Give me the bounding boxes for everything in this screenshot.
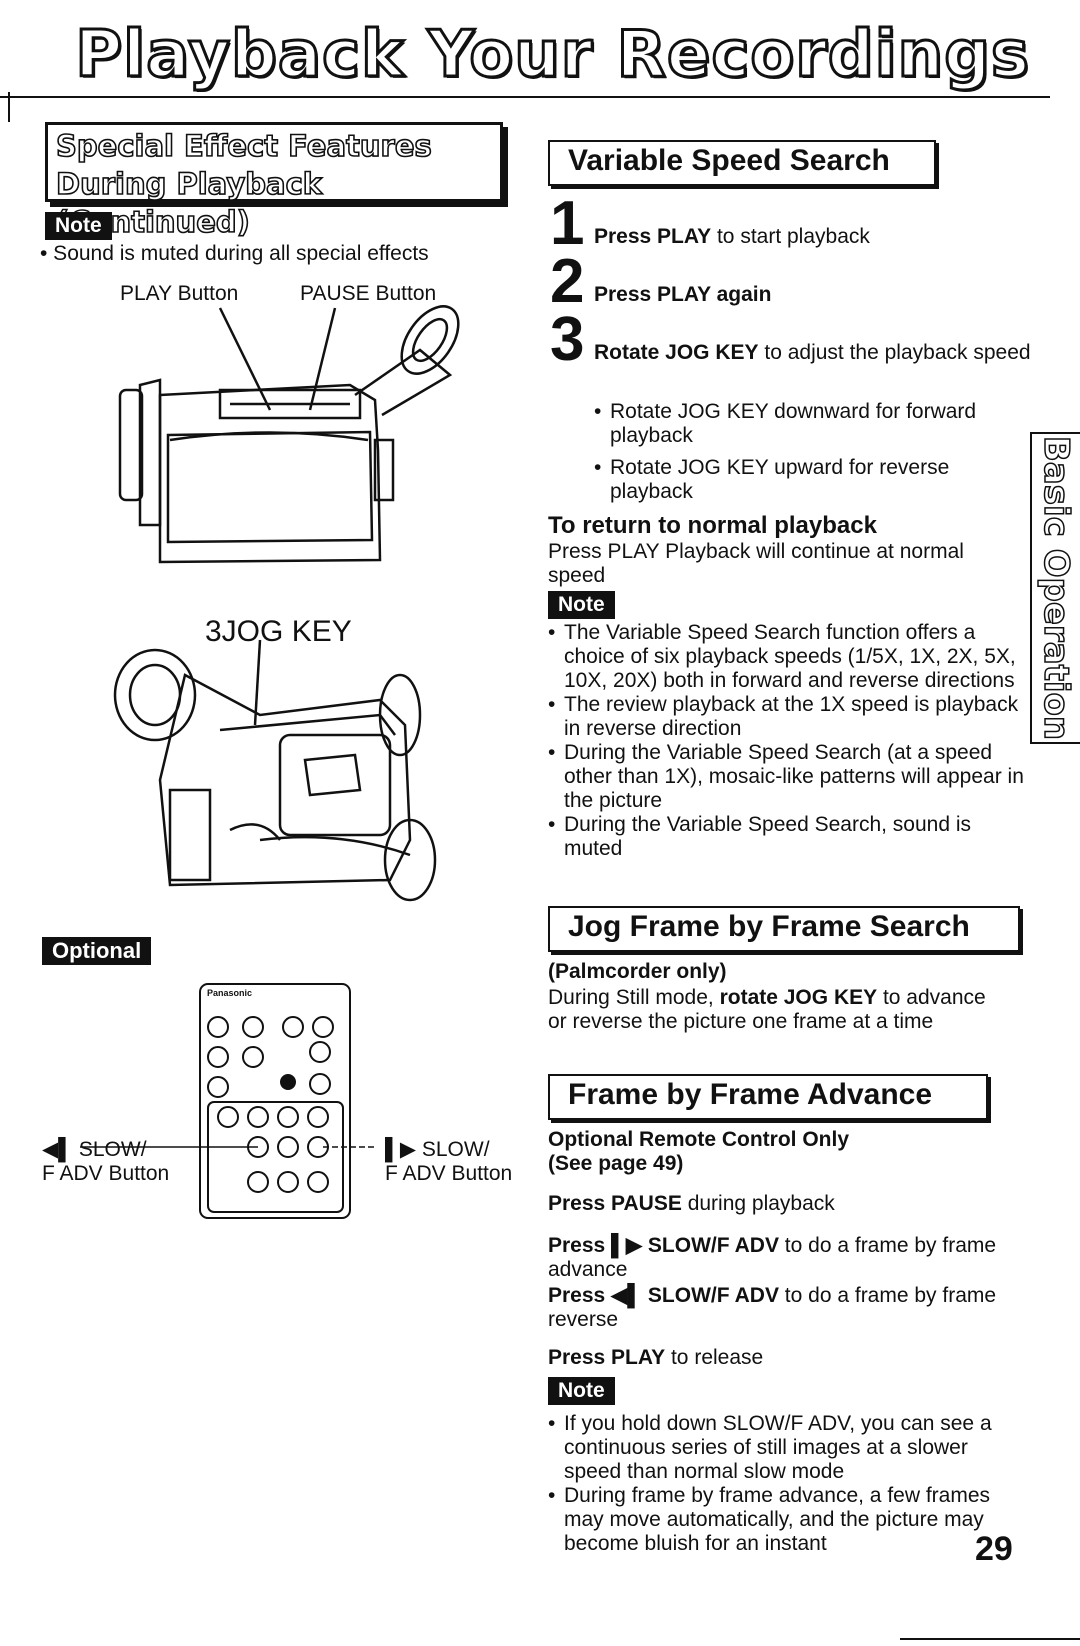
- slow-forward-label: ▌▶ SLOW/ F ADV Button: [385, 1138, 512, 1186]
- jog-frame-heading: Jog Frame by Frame Search: [548, 906, 1020, 952]
- frame-advance-line2-rest: to do a frame by frame advance: [548, 1234, 997, 1281]
- step-2-text: Press PLAY again: [594, 283, 771, 307]
- play-button-label: PLAY Button: [120, 282, 239, 305]
- return-normal-text: Press PLAY Playback will continue at nor…: [548, 540, 964, 587]
- step-3-bold: Rotate JOG KEY: [594, 341, 759, 364]
- frame-advance-line1: Press PAUSE during playback: [548, 1192, 835, 1216]
- jog-key-label: 3JOG KEY: [205, 615, 352, 648]
- return-normal-heading: To return to normal playback: [548, 512, 877, 539]
- step-number-1: 1: [550, 189, 585, 258]
- list-item: The Variable Speed Search function offer…: [548, 621, 1028, 693]
- list-item: During the Variable Speed Search, sound …: [548, 813, 1028, 861]
- jog-frame-text-bold: rotate JOG KEY: [719, 986, 878, 1009]
- slow-button-leader-lines: [80, 1146, 375, 1148]
- list-item: During frame by frame advance, a few fra…: [548, 1484, 1018, 1556]
- slow-reverse-label: ◀▌ SLOW/ F ADV Button: [42, 1138, 169, 1186]
- page-number: 29: [975, 1530, 1013, 1568]
- frame-advance-line1-rest: during playback: [681, 1192, 835, 1215]
- frame-advance-sub2: (See page 49): [548, 1152, 684, 1175]
- jog-frame-text: During Still mode, rotate JOG KEY to adv…: [548, 986, 1008, 1034]
- step-3-rest: to adjust the playback speed: [758, 341, 1031, 364]
- camcorder-side-illustration: [113, 639, 437, 902]
- slow-forward-label-line1: ▌▶ SLOW/: [385, 1138, 490, 1161]
- step-2-bold: Press PLAY again: [594, 283, 772, 306]
- note-badge: Note: [548, 591, 615, 619]
- frame-advance-notes: If you hold down SLOW/F ADV, you can see…: [548, 1412, 1018, 1556]
- title-divider: [0, 96, 1050, 98]
- step-3-bullets: Rotate JOG KEY downward for forward play…: [594, 400, 1014, 504]
- list-item: Rotate JOG KEY downward for forward play…: [594, 400, 1014, 448]
- note-badge: Note: [45, 212, 112, 240]
- slow-forward-label-line2: F ADV Button: [385, 1162, 513, 1185]
- jog-frame-subheading: (Palmcorder only): [548, 960, 727, 983]
- step-number-3: 3: [550, 305, 585, 374]
- step-number-2: 2: [550, 247, 585, 316]
- list-item: The review playback at the 1X speed is p…: [548, 693, 1028, 741]
- variable-speed-notes: The Variable Speed Search function offer…: [548, 621, 1028, 861]
- bottom-rule: [900, 1638, 1080, 1640]
- frame-advance-line2-bold: Press ▌▶ SLOW/F ADV: [548, 1234, 779, 1257]
- basic-operation-side-tab: Basic Operation: [1030, 432, 1080, 744]
- frame-advance-line3-rest: to do a frame by frame reverse: [548, 1284, 997, 1331]
- frame-advance-heading: Frame by Frame Advance: [548, 1074, 988, 1120]
- special-effects-heading-box: Special Effect Features During Playback …: [45, 122, 503, 240]
- variable-speed-heading: Variable Speed Search: [548, 140, 936, 186]
- sound-muted-note: • Sound is muted during all special effe…: [40, 242, 429, 265]
- list-item: Rotate JOG KEY upward for reverse playba…: [594, 456, 1014, 504]
- side-tab-label: Basic Operation: [1035, 435, 1077, 741]
- jog-frame-text-pre: During Still mode,: [548, 986, 720, 1009]
- frame-advance-line2: Press ▌▶ SLOW/F ADV to do a frame by fra…: [548, 1234, 1008, 1282]
- special-effects-heading-line2: During Playback (Continued): [55, 166, 323, 240]
- list-item: During the Variable Speed Search (at a s…: [548, 741, 1028, 813]
- optional-badge: Optional: [42, 937, 152, 965]
- title-tick-mark: [8, 92, 10, 122]
- frame-advance-line3-bold: Press ◀▌ SLOW/F ADV: [548, 1284, 779, 1307]
- camcorder-top-illustration: [118, 305, 460, 564]
- frame-advance-line3: Press ◀▌ SLOW/F ADV to do a frame by fra…: [548, 1284, 1008, 1332]
- slow-reverse-label-line1: ◀▌ SLOW/: [42, 1138, 147, 1161]
- page-title: Playback Your Recordings: [74, 17, 1031, 94]
- step-1-rest: to start playback: [711, 225, 870, 248]
- list-item: If you hold down SLOW/F ADV, you can see…: [548, 1412, 1018, 1484]
- frame-advance-line1-bold: Press PAUSE: [548, 1192, 682, 1215]
- special-effects-heading-line1: Special Effect Features: [55, 128, 432, 164]
- slow-reverse-label-line2: F ADV Button: [42, 1162, 170, 1185]
- pause-button-label: PAUSE Button: [300, 282, 437, 305]
- frame-advance-sub1: Optional Remote Control Only: [548, 1128, 850, 1151]
- jog-frame-text-post: to advance or reverse the picture one fr…: [548, 986, 986, 1033]
- remote-brand-logo: Panasonic: [207, 988, 253, 998]
- step-1-bold: Press PLAY: [594, 225, 712, 248]
- step-3-text: Rotate JOG KEY to adjust the playback sp…: [594, 341, 1034, 365]
- frame-advance-line4: Press PLAY to release: [548, 1346, 763, 1370]
- remote-control-illustration: [199, 983, 351, 1219]
- note-badge: Note: [548, 1377, 615, 1405]
- frame-advance-line4-rest: to release: [665, 1346, 764, 1369]
- step-1-text: Press PLAY to start playback: [594, 225, 870, 249]
- frame-advance-line4-bold: Press PLAY: [548, 1346, 666, 1369]
